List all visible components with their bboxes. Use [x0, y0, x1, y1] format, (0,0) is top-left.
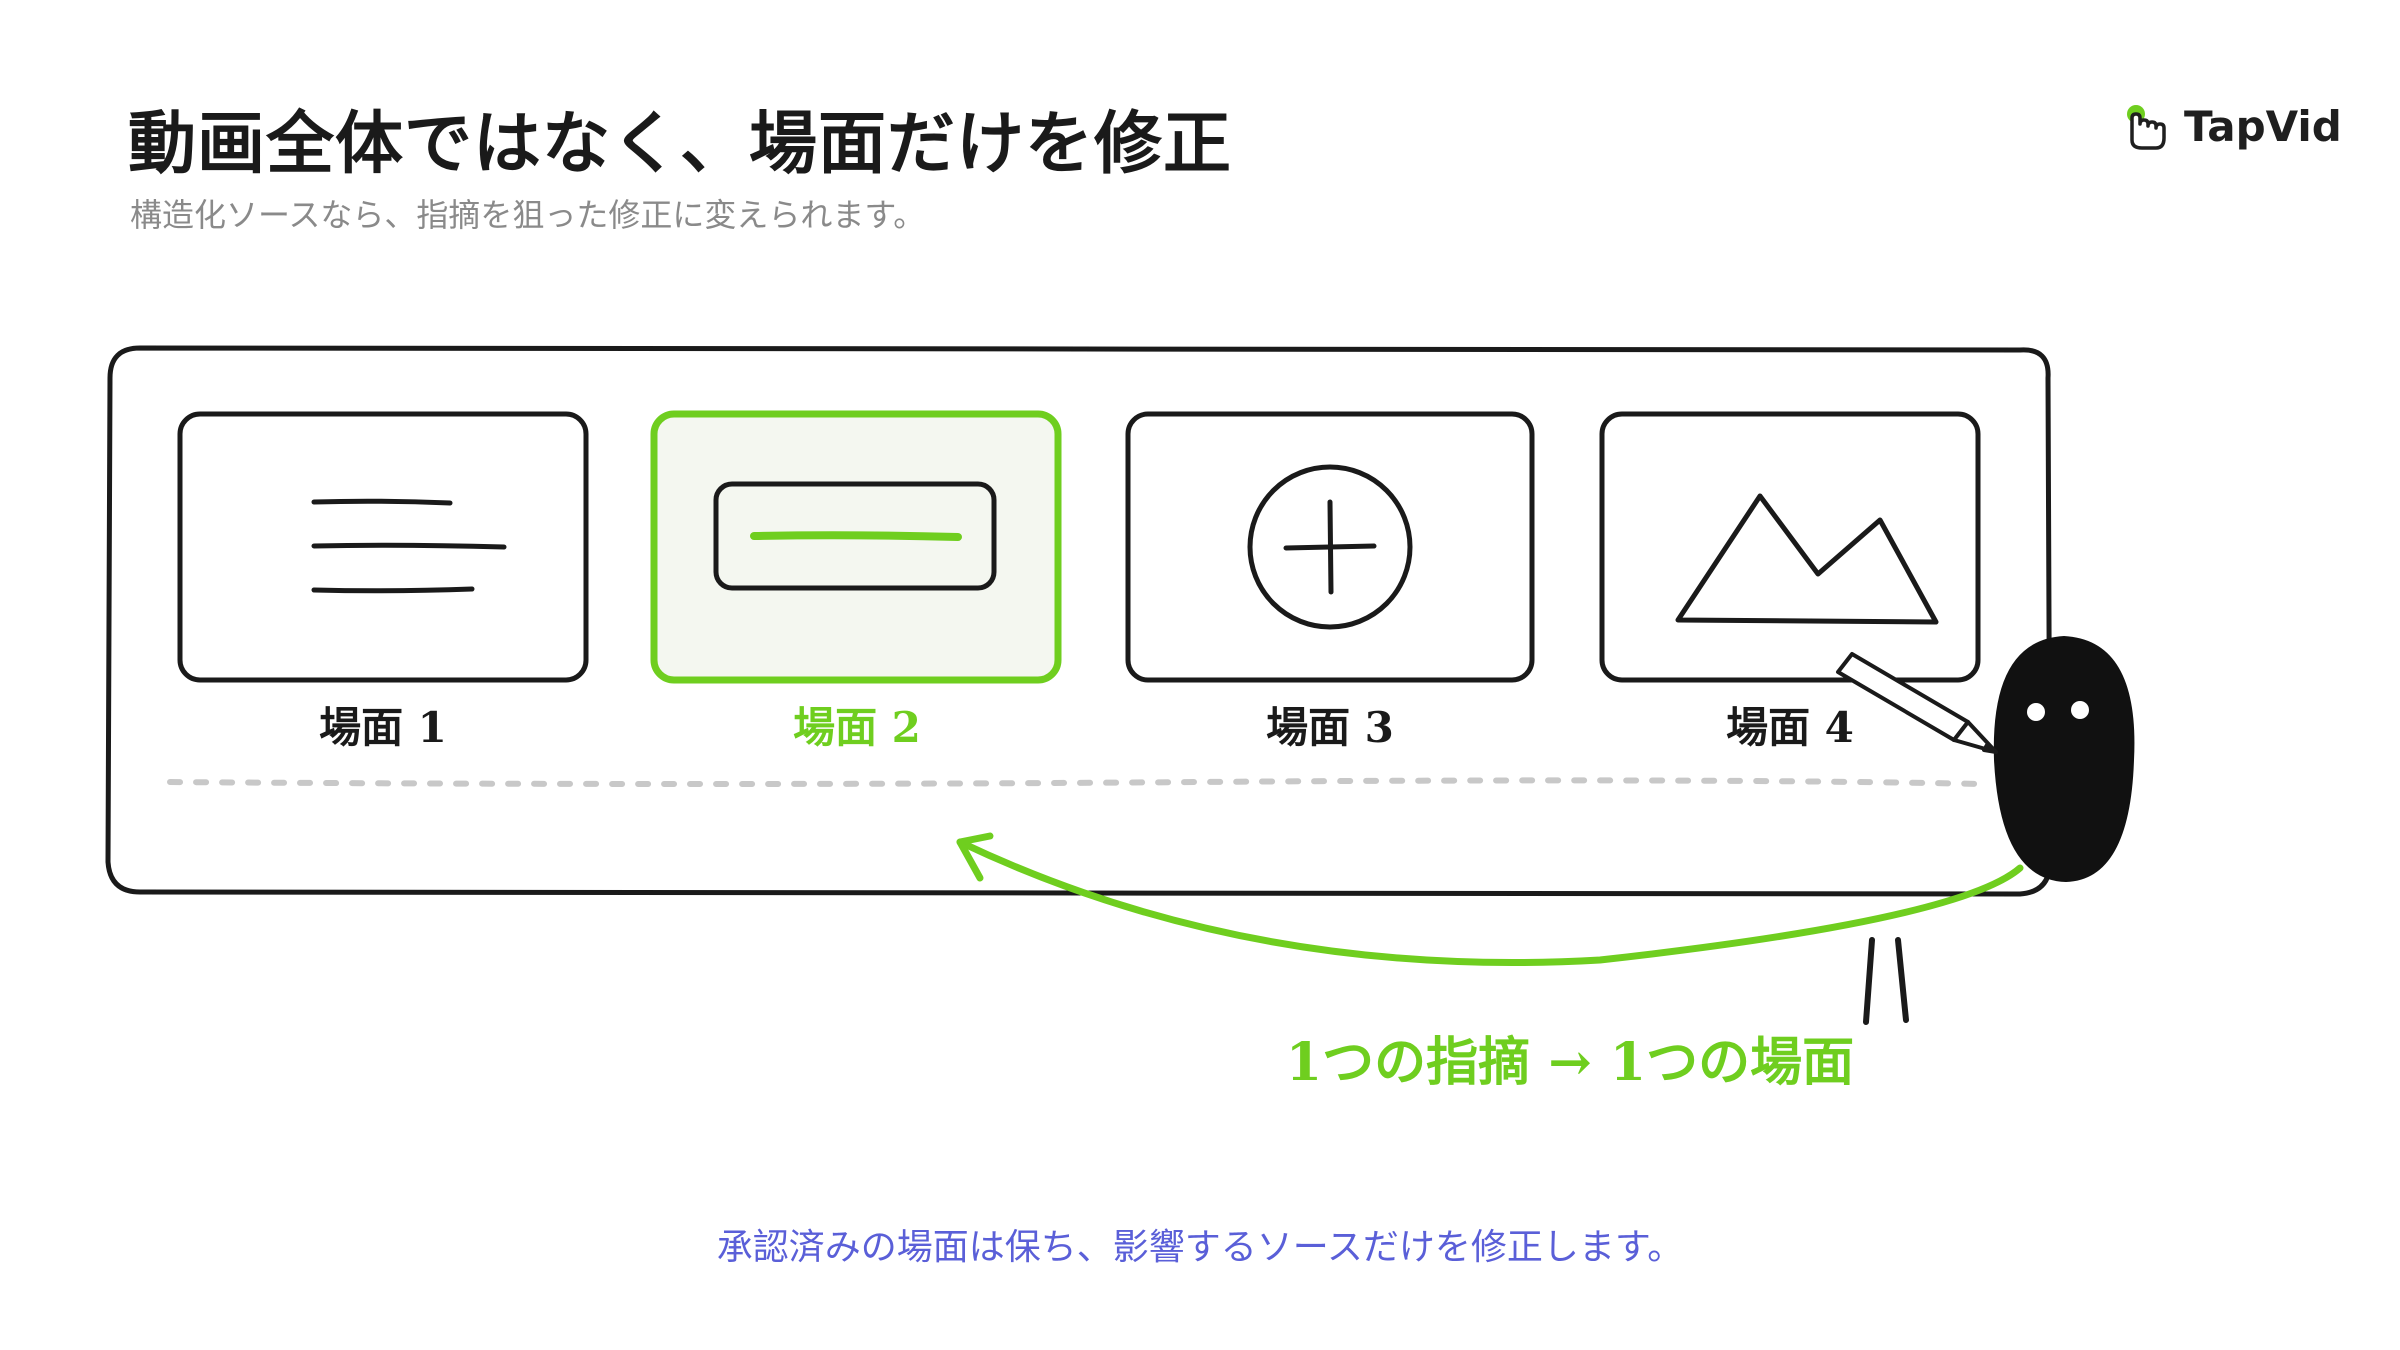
- scene-card-3[interactable]: [1125, 411, 1535, 683]
- timeline-frame: [105, 345, 2053, 897]
- timeline-track: [167, 777, 1983, 787]
- text-lines-icon: [311, 498, 507, 594]
- logo-text: TapVid: [2184, 101, 2342, 151]
- page-title: 動画全体ではなく、場面だけを修正: [128, 105, 1233, 184]
- rule-annotation: 1つの指摘 → 1つの場面: [1286, 1032, 1854, 1093]
- mountain-image-icon: [1675, 493, 1939, 625]
- scene-label-3: 場面 3: [1266, 703, 1394, 752]
- scene-card-2[interactable]: [650, 410, 1062, 684]
- mascot-character: [1836, 636, 2135, 1025]
- scene-label-4: 場面 4: [1726, 703, 1854, 752]
- tapvid-logo: TapVid: [2118, 96, 2342, 156]
- pencil-icon: [1836, 652, 1998, 754]
- page-subtitle: 構造化ソースなら、指摘を狙った修正に変えられます。: [130, 196, 926, 234]
- scene-label-1: 場面 1: [319, 703, 447, 752]
- scene-card-1[interactable]: [177, 411, 589, 683]
- pointer-hand-icon: [2127, 105, 2166, 150]
- text-field-icon: [713, 481, 997, 591]
- scene-label-2: 場面 2: [793, 703, 921, 752]
- plus-circle-icon: [1247, 464, 1413, 630]
- footer-note: 承認済みの場面は保ち、影響するソースだけを修正します。: [716, 1227, 1684, 1268]
- feedback-arrow: [956, 832, 2024, 967]
- scene-card-4[interactable]: [1599, 411, 1981, 683]
